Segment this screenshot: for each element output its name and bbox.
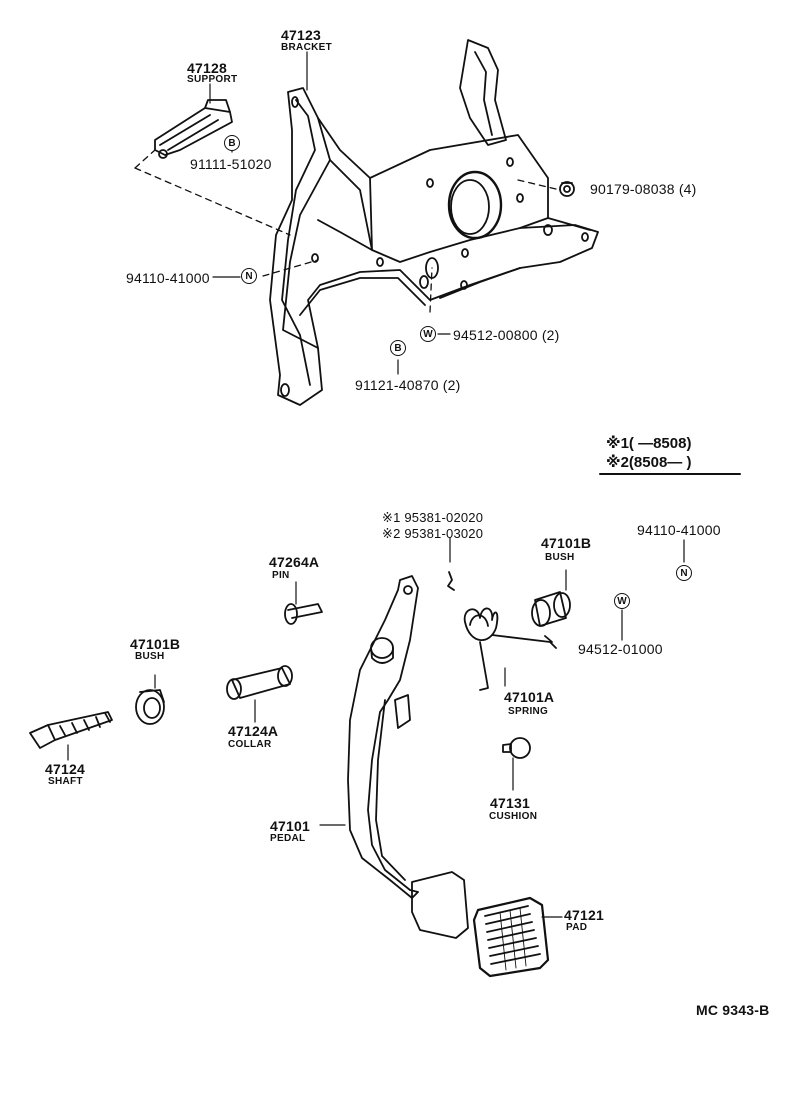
nut-drawing [559, 181, 575, 197]
spring-drawing [463, 607, 557, 691]
spring-part-name: SPRING [508, 706, 549, 717]
washer-b-part-number: 94512-01000 [578, 641, 663, 657]
cushion-part-name: CUSHION [489, 811, 538, 822]
legend-row-1: ※1( —8508) [606, 435, 692, 452]
support-part-number: 47128 [187, 60, 227, 76]
collar-part-number: 47124A [228, 723, 279, 739]
nut-b-part-number: 94110-41000 [126, 270, 210, 286]
pin-part-number: 47264A [269, 554, 320, 570]
clip-part-number-2: ※2 95381-03020 [382, 526, 484, 541]
bush-right-drawing [531, 569, 571, 627]
spring-part-number: 47101A [504, 689, 555, 705]
washer-a-marker: W [420, 326, 436, 342]
nut-a-part-number: 90179-08038 (4) [590, 181, 697, 197]
cushion-part-number: 47131 [490, 795, 530, 811]
bush-right-part-number: 47101B [541, 535, 592, 551]
bracket-part-name: BRACKET [281, 42, 332, 53]
bolt-a-part-number: 91111-51020 [190, 156, 272, 172]
bush-left-part-name: BUSH [135, 651, 165, 662]
nut-b-marker: N [241, 268, 257, 284]
shaft-drawing [29, 711, 113, 761]
washer-b-marker: W [614, 593, 630, 609]
shaft-part-number: 47124 [45, 761, 85, 777]
pad-drawing [472, 896, 563, 978]
leader-lines-top [209, 51, 451, 375]
nut-c-part-number: 94110-41000 [637, 522, 721, 538]
pad-part-name: PAD [566, 922, 588, 933]
bracket-part-number: 47123 [281, 27, 321, 43]
reference-lines [134, 149, 561, 313]
bolt-b-marker: B [390, 340, 406, 356]
leader-lines-bottom [621, 539, 685, 641]
pedal-drawing [319, 575, 469, 939]
bolt-b-part-number: 91121-40870 (2) [355, 377, 461, 393]
bush-right-part-name: BUSH [545, 552, 575, 563]
shaft-part-name: SHAFT [48, 776, 83, 787]
figure-code: MC 9343-B [696, 1002, 770, 1018]
bush-left-part-number: 47101B [130, 636, 181, 652]
pedal-part-name: PEDAL [270, 833, 306, 844]
clip-part-number-1: ※1 95381-02020 [382, 510, 484, 525]
cushion-drawing [502, 737, 531, 791]
bush-left-drawing [135, 674, 165, 725]
collar-drawing [226, 665, 293, 723]
pedal-part-number: 47101 [270, 818, 310, 834]
washer-a-part-number: 94512-00800 (2) [453, 327, 560, 343]
pin-part-name: PIN [272, 570, 290, 581]
pin-drawing [284, 581, 323, 625]
nut-c-marker: N [676, 565, 692, 581]
collar-part-name: COLLAR [228, 739, 272, 750]
support-drawing [154, 99, 233, 159]
support-part-name: SUPPORT [187, 74, 238, 85]
pad-part-number: 47121 [564, 907, 604, 923]
bolt-a-marker: B [224, 135, 240, 151]
legend-row-2: ※2(8508— ) [606, 454, 692, 471]
bracket-drawing [269, 39, 599, 406]
clip-drawing [447, 537, 455, 591]
